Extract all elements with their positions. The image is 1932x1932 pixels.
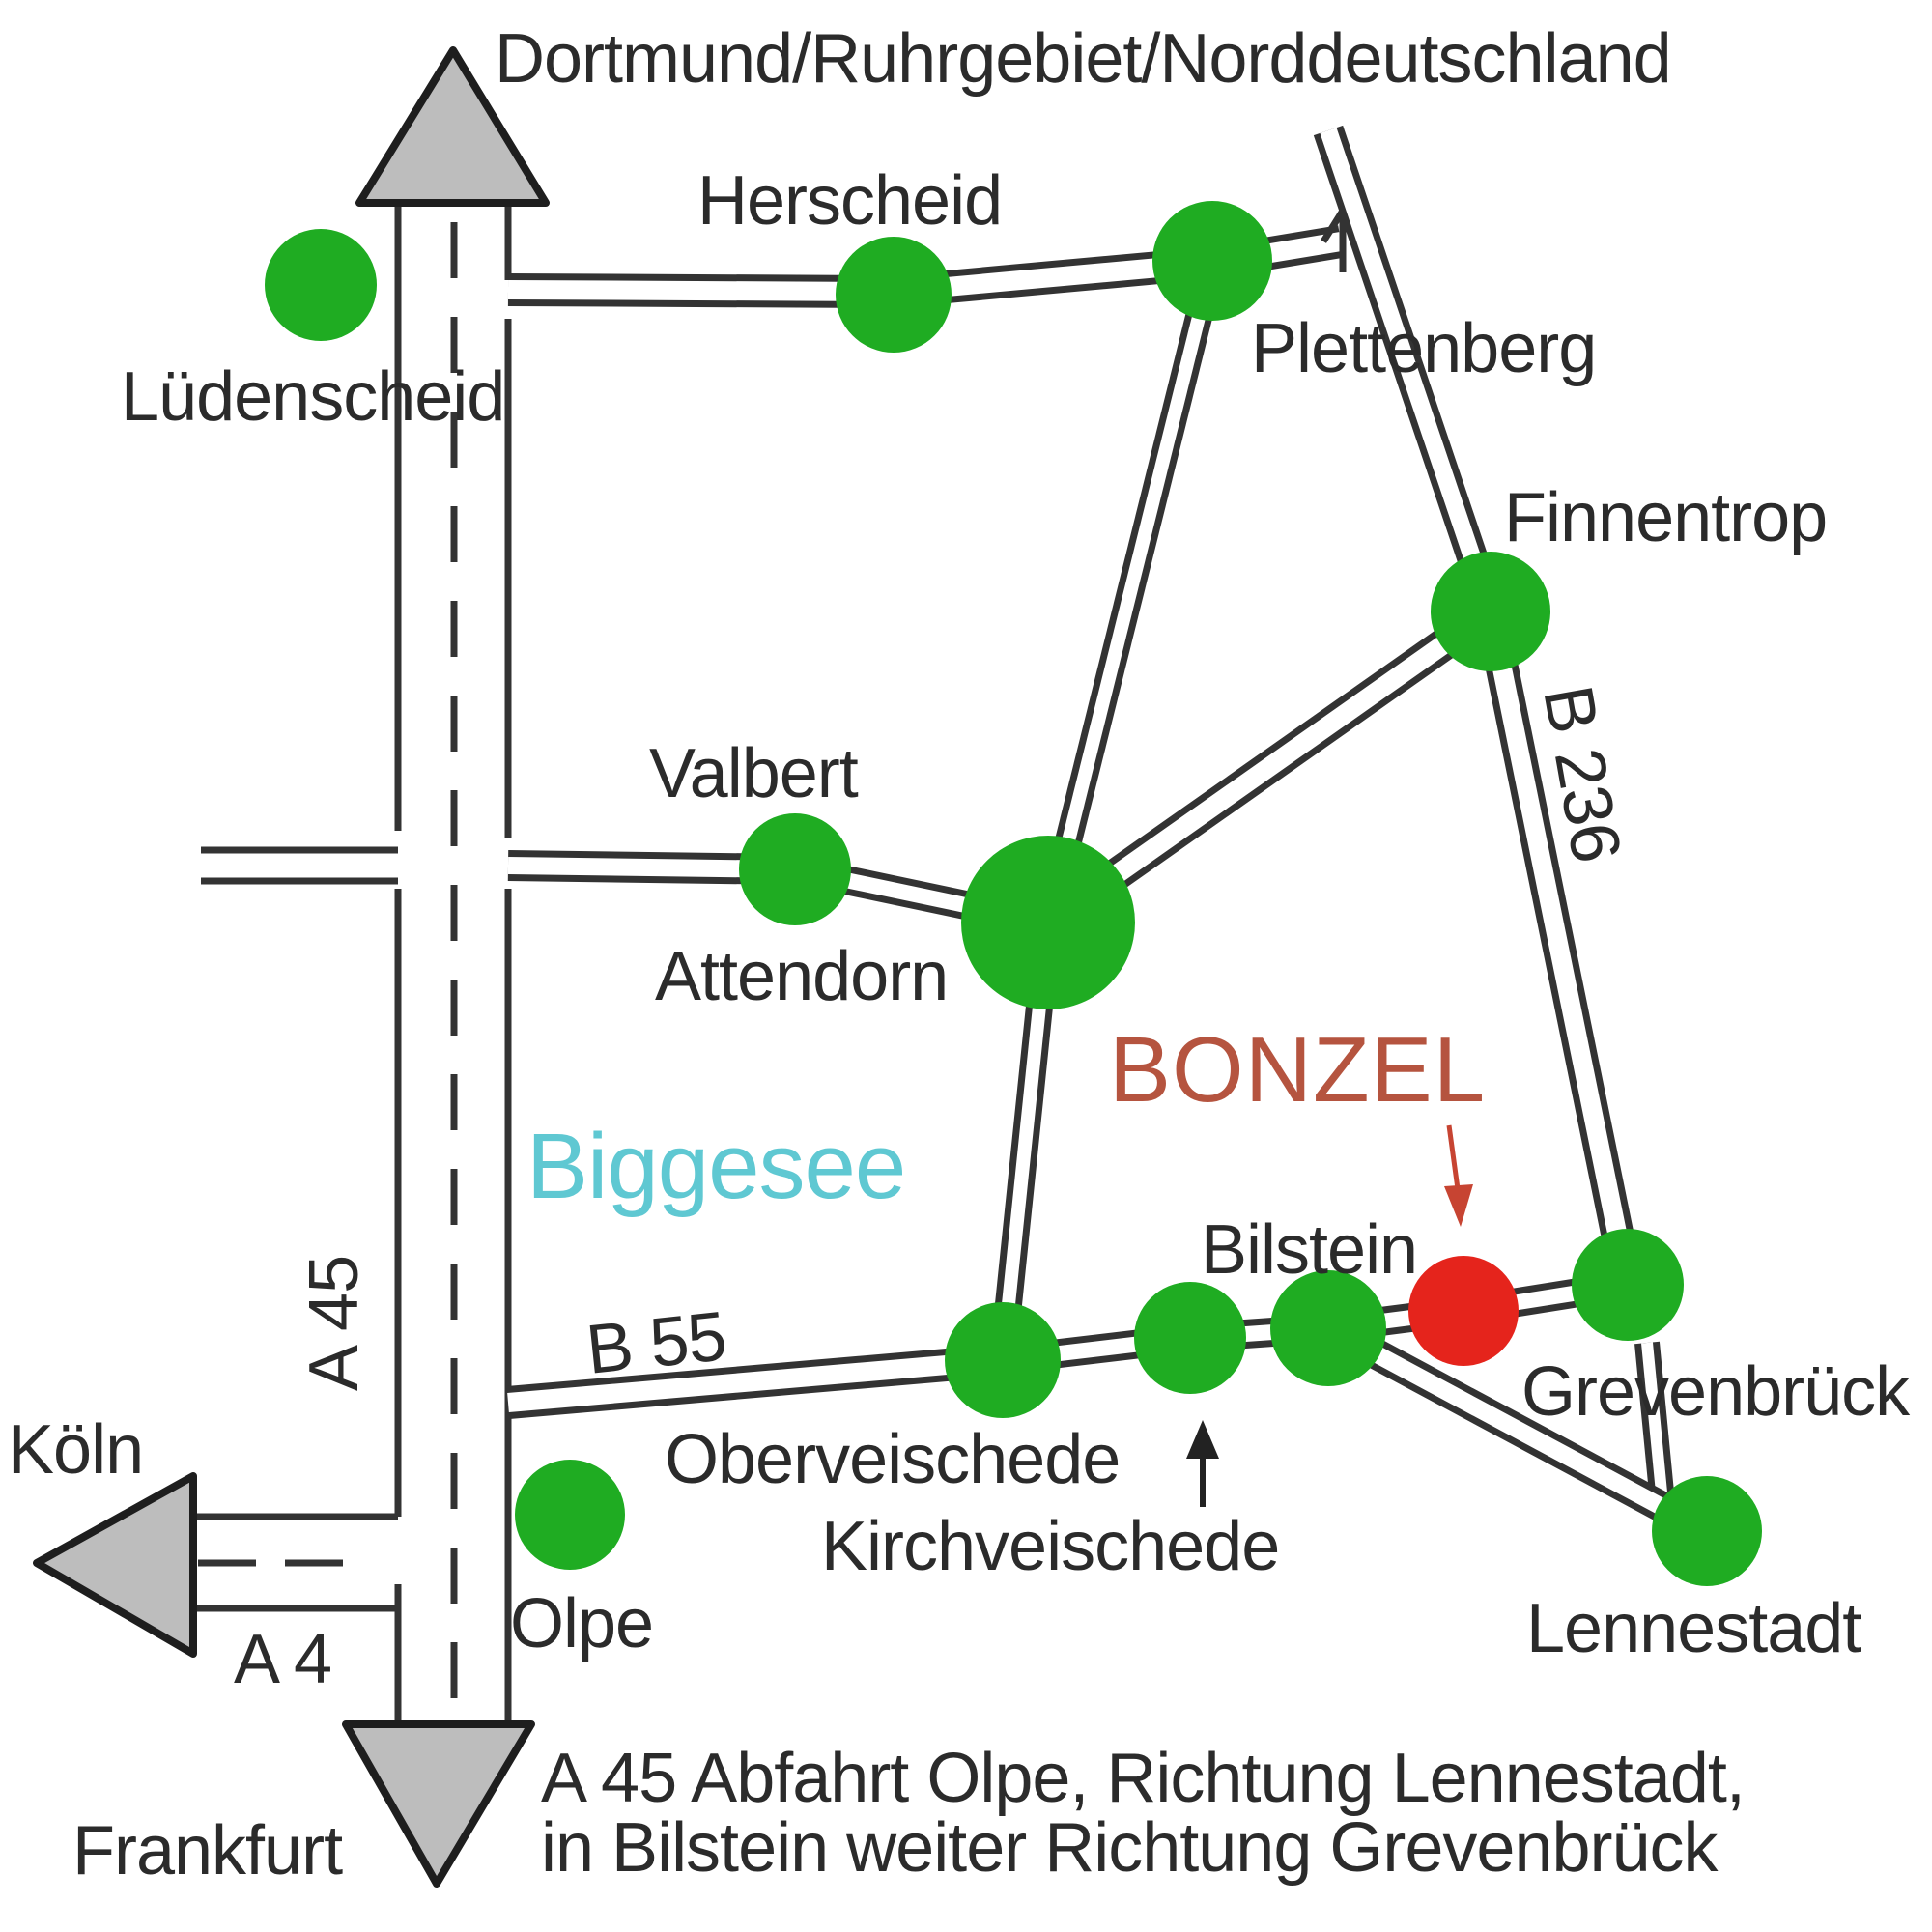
town-label-luedenscheid: Lüdenscheid: [121, 358, 504, 436]
road-b236-south: [1474, 608, 1644, 1289]
town-marker-grevenbrueck: [1572, 1229, 1684, 1341]
town-marker-luedenscheid: [265, 229, 377, 341]
destination-marker-bonzel: [1408, 1256, 1519, 1366]
town-marker-kirchveischede: [1134, 1282, 1246, 1394]
road-bilstein-lennestadt: [1321, 1314, 1715, 1546]
town-label-herscheid: Herscheid: [697, 162, 1002, 240]
road-valbert-crossing: [201, 846, 398, 885]
road-label-b55: B 55: [582, 1297, 729, 1389]
town-label-finnentrop: Finnentrop: [1504, 479, 1827, 556]
road-finnentrop-attendorn: [1038, 598, 1500, 936]
town-marker-plettenberg: [1152, 201, 1272, 321]
town-marker-herscheid: [836, 237, 952, 353]
town-marker-attendorn: [961, 836, 1135, 1009]
motorway-a4: [193, 1513, 398, 1612]
town-label-valbert: Valbert: [649, 735, 859, 812]
town-label-attendorn: Attendorn: [655, 938, 948, 1015]
town-marker-bilstein: [1270, 1270, 1386, 1386]
town-marker-oberveischede: [945, 1302, 1061, 1418]
road-label-a4: A 4: [234, 1621, 331, 1698]
north-arrow: [355, 46, 550, 207]
road-luedenscheid-herscheid: [507, 273, 895, 308]
south-arrow: [342, 1720, 535, 1888]
kirchveischede-pointer-arrow: [1186, 1420, 1219, 1507]
road-grevenbrueck-lennestadt-stub: [1634, 1341, 1674, 1494]
bonzel-pointer-arrow: [1444, 1124, 1473, 1227]
town-marker-olpe: [515, 1460, 625, 1570]
town-marker-finnentrop: [1431, 552, 1550, 671]
town-label-grevenbrueck: Grevenbrück: [1521, 1353, 1911, 1431]
direction-south-label: Frankfurt: [72, 1812, 343, 1889]
town-marker-lennestadt: [1652, 1476, 1762, 1586]
road-label-a45: A 45: [296, 1256, 373, 1391]
road-plettenberg-end: [1321, 209, 1347, 272]
instruction-line-1: A 45 Abfahrt Olpe, Richtung Lennestadt,: [541, 1740, 1745, 1817]
lake-label-biggesee: Biggesee: [526, 1115, 905, 1218]
road-b55: [506, 1344, 1005, 1419]
town-label-plettenberg: Plettenberg: [1251, 310, 1596, 387]
instruction-line-2: in Bilstein weiter Richtung Grevenbrück: [541, 1809, 1719, 1887]
town-label-bilstein: Bilstein: [1201, 1211, 1417, 1289]
town-label-olpe: Olpe: [510, 1585, 653, 1662]
motorway-a45: [394, 205, 512, 1739]
road-plettenberg-attendorn: [1035, 259, 1226, 926]
west-arrow: [33, 1472, 197, 1658]
direction-north-label: Dortmund/Ruhrgebiet/Norddeutschland: [495, 20, 1671, 98]
road-b236-north: [1313, 125, 1506, 617]
town-label-oberveischede: Oberveischede: [665, 1421, 1120, 1498]
direction-west-label: Köln: [8, 1411, 143, 1489]
town-label-lennestadt: Lennestadt: [1526, 1590, 1861, 1667]
town-label-kirchveischede: Kirchveischede: [821, 1508, 1279, 1585]
town-marker-valbert: [739, 813, 851, 925]
destination-label-bonzel: BONZEL: [1109, 1018, 1486, 1122]
